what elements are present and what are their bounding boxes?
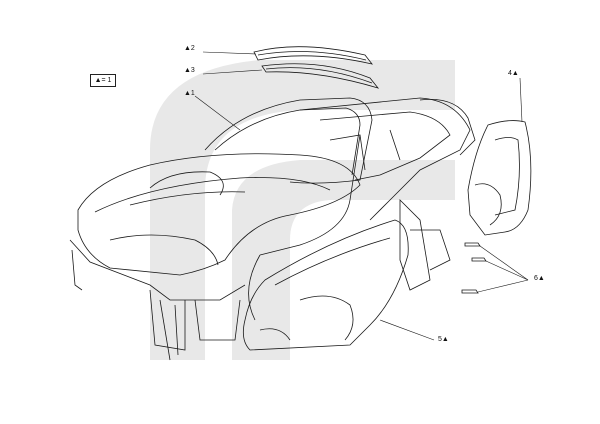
callout-5[interactable]: 5▲ <box>438 336 449 343</box>
windshield-header-part-3[interactable] <box>261 63 380 89</box>
callout-2[interactable]: ▲2 <box>184 45 195 52</box>
front-fender-part-5[interactable] <box>242 219 409 351</box>
callout-3[interactable]: ▲3 <box>184 67 195 74</box>
watermark-logo <box>150 60 455 360</box>
body-shell-part-1[interactable] <box>69 97 476 361</box>
rear-quarter-panel-part-4[interactable] <box>467 120 532 236</box>
leader-lines <box>194 51 529 341</box>
callout-4[interactable]: 4▲ <box>508 70 519 77</box>
callout-6[interactable]: 6▲ <box>534 275 545 282</box>
fasteners-part-6[interactable] <box>461 242 487 294</box>
windshield-header-part-2[interactable] <box>253 46 374 65</box>
callout-1[interactable]: ▲1 <box>184 90 195 97</box>
legend-key: ▲= 1 <box>90 74 116 87</box>
